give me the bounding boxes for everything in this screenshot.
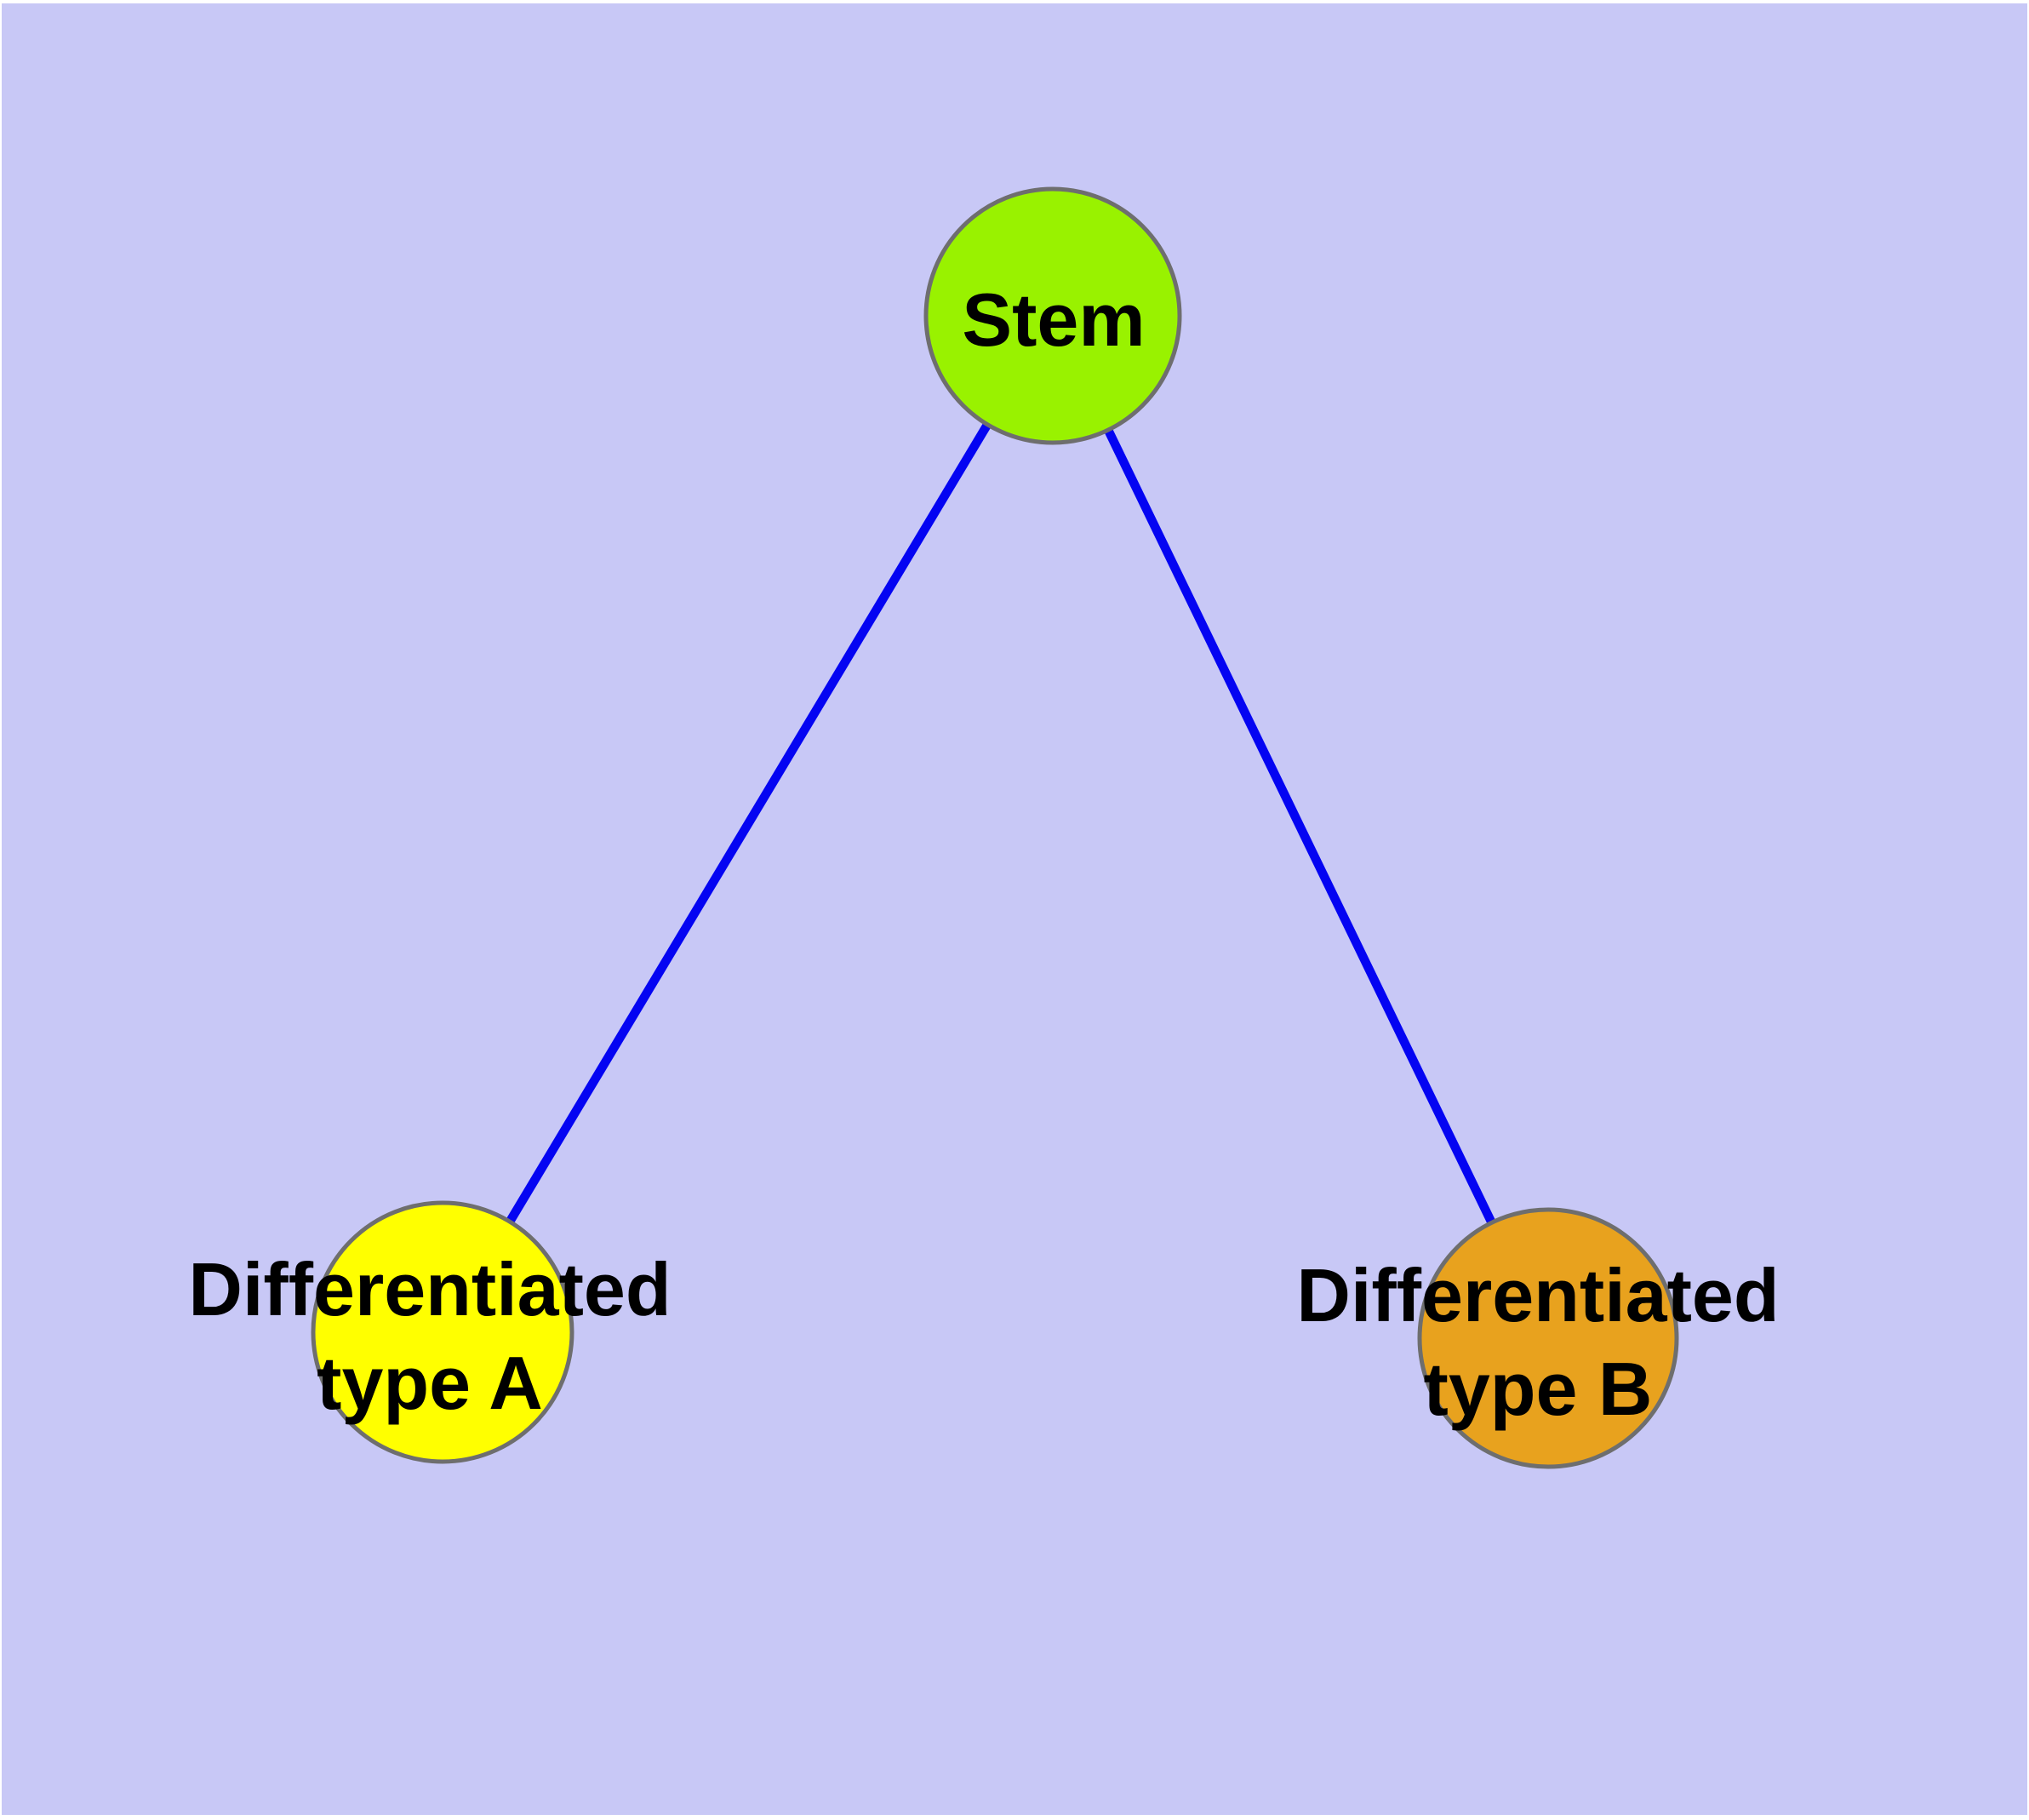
edge-stem-to-type-b bbox=[1104, 427, 1496, 1226]
edge-stem-to-type-a bbox=[506, 422, 992, 1224]
node-type-b-label-line2: type B bbox=[1423, 1347, 1653, 1431]
node-type-a-circle bbox=[311, 1200, 574, 1464]
node-stem-label-line1: Stem bbox=[962, 278, 1146, 362]
node-type-a-label-line2: type A bbox=[317, 1341, 543, 1425]
node-type-b-label: Differentiated type B bbox=[1296, 1249, 1779, 1436]
node-type-a-label-line1: Differentiated bbox=[188, 1247, 672, 1331]
node-stem-circle bbox=[923, 186, 1182, 445]
node-type-b-circle bbox=[1417, 1207, 1679, 1469]
node-type-a-label: Differentiated type A bbox=[188, 1243, 671, 1430]
node-type-b-label-line1: Differentiated bbox=[1296, 1253, 1780, 1337]
node-stem-label: Stem bbox=[962, 273, 1145, 367]
